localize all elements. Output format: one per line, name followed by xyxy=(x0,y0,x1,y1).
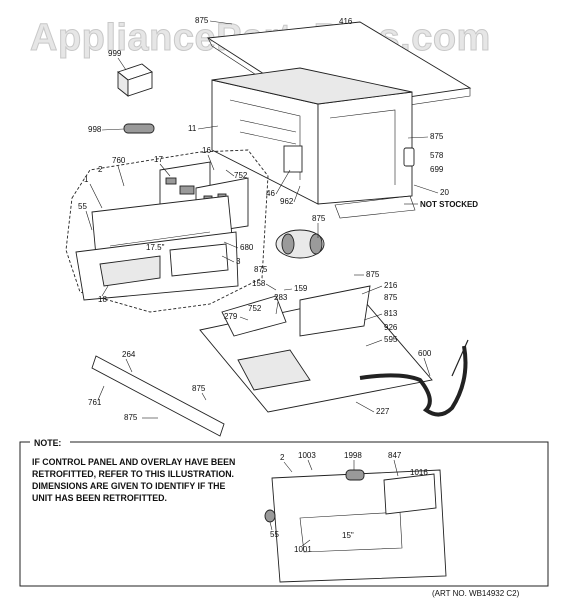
callout-3: 3 xyxy=(236,257,241,266)
note-line: UNIT HAS BEEN RETROFITTED. xyxy=(32,493,167,503)
callout-926: 926 xyxy=(384,323,398,332)
callout-600: 600 xyxy=(418,349,432,358)
callout-283: 283 xyxy=(274,293,288,302)
callouts: 875 416 999 998 11 875 578 699 20 NOT ST… xyxy=(78,16,478,422)
part-999-box xyxy=(117,63,153,97)
callout-962: 962 xyxy=(280,197,294,206)
callout-1: 1 xyxy=(84,175,89,184)
callout-875: 875 xyxy=(124,413,138,422)
art-number: (ART NO. WB14932 C2) xyxy=(432,589,520,598)
part-998-clip xyxy=(123,123,155,134)
callout-813: 813 xyxy=(384,309,398,318)
control-panel-part xyxy=(75,195,239,301)
note-callout-1016: 1016 xyxy=(410,468,428,477)
callout-279: 279 xyxy=(224,312,238,321)
fan-motor-part xyxy=(275,145,325,259)
callout-416: 416 xyxy=(339,17,353,26)
callout-2: 2 xyxy=(98,165,103,174)
part-578-component xyxy=(403,147,415,167)
note-callout-1998: 1998 xyxy=(344,451,362,460)
note-callout-1001: 1001 xyxy=(294,545,312,554)
note-title: NOTE: xyxy=(34,438,61,448)
note-callout-1003: 1003 xyxy=(298,451,316,460)
callout-11: 11 xyxy=(188,124,197,133)
callout-46: 46 xyxy=(266,189,275,198)
callout-761: 761 xyxy=(88,398,102,407)
callout-595: 595 xyxy=(384,335,398,344)
callout-578: 578 xyxy=(430,151,444,160)
callout-264: 264 xyxy=(122,350,136,359)
callout-55: 55 xyxy=(78,202,87,211)
callout-752: 752 xyxy=(248,304,262,313)
note-callout-55: 55 xyxy=(270,530,279,539)
callout-875: 875 xyxy=(312,214,326,223)
callout-998: 998 xyxy=(88,125,102,134)
callout-158: 158 xyxy=(252,279,266,288)
callout-875: 875 xyxy=(195,16,209,25)
callout-18: 18 xyxy=(98,295,107,304)
callout-227: 227 xyxy=(376,407,390,416)
callout-216: 216 xyxy=(384,281,398,290)
note-line: IF CONTROL PANEL AND OVERLAY HAVE BEEN xyxy=(32,457,235,467)
note-callout-847: 847 xyxy=(388,451,402,460)
callout-699: 699 xyxy=(430,165,444,174)
note-line: RETROFITTED, REFER TO THIS ILLUSTRATION. xyxy=(32,469,234,479)
callout-875: 875 xyxy=(430,132,444,141)
callout-760: 760 xyxy=(112,156,126,165)
dimension-17-5: 17.5" xyxy=(146,243,165,252)
bracket-264-part xyxy=(91,355,225,437)
note-callout-2: 2 xyxy=(280,453,285,462)
note-box: NOTE: IF CONTROL PANEL AND OVERLAY HAVE … xyxy=(19,436,549,587)
callout-17: 17 xyxy=(154,155,163,164)
wire-harness-part xyxy=(359,339,469,417)
not-stocked-label: NOT STOCKED xyxy=(420,200,478,209)
note-line: DIMENSIONS ARE GIVEN TO IDENTIFY IF THE xyxy=(32,481,226,491)
callout-875: 875 xyxy=(254,265,268,274)
control-assembly-outline xyxy=(65,149,269,313)
callout-159: 159 xyxy=(294,284,308,293)
callout-875: 875 xyxy=(192,384,206,393)
callout-999: 999 xyxy=(108,49,122,58)
callout-20: 20 xyxy=(440,188,449,197)
callout-680: 680 xyxy=(240,243,254,252)
bottom-pan-part xyxy=(199,285,433,413)
callout-875: 875 xyxy=(366,270,380,279)
callout-875: 875 xyxy=(384,293,398,302)
callout-16: 16 xyxy=(202,146,211,155)
callout-752: 752 xyxy=(234,171,248,180)
note-dimension-15: 15" xyxy=(342,531,354,540)
